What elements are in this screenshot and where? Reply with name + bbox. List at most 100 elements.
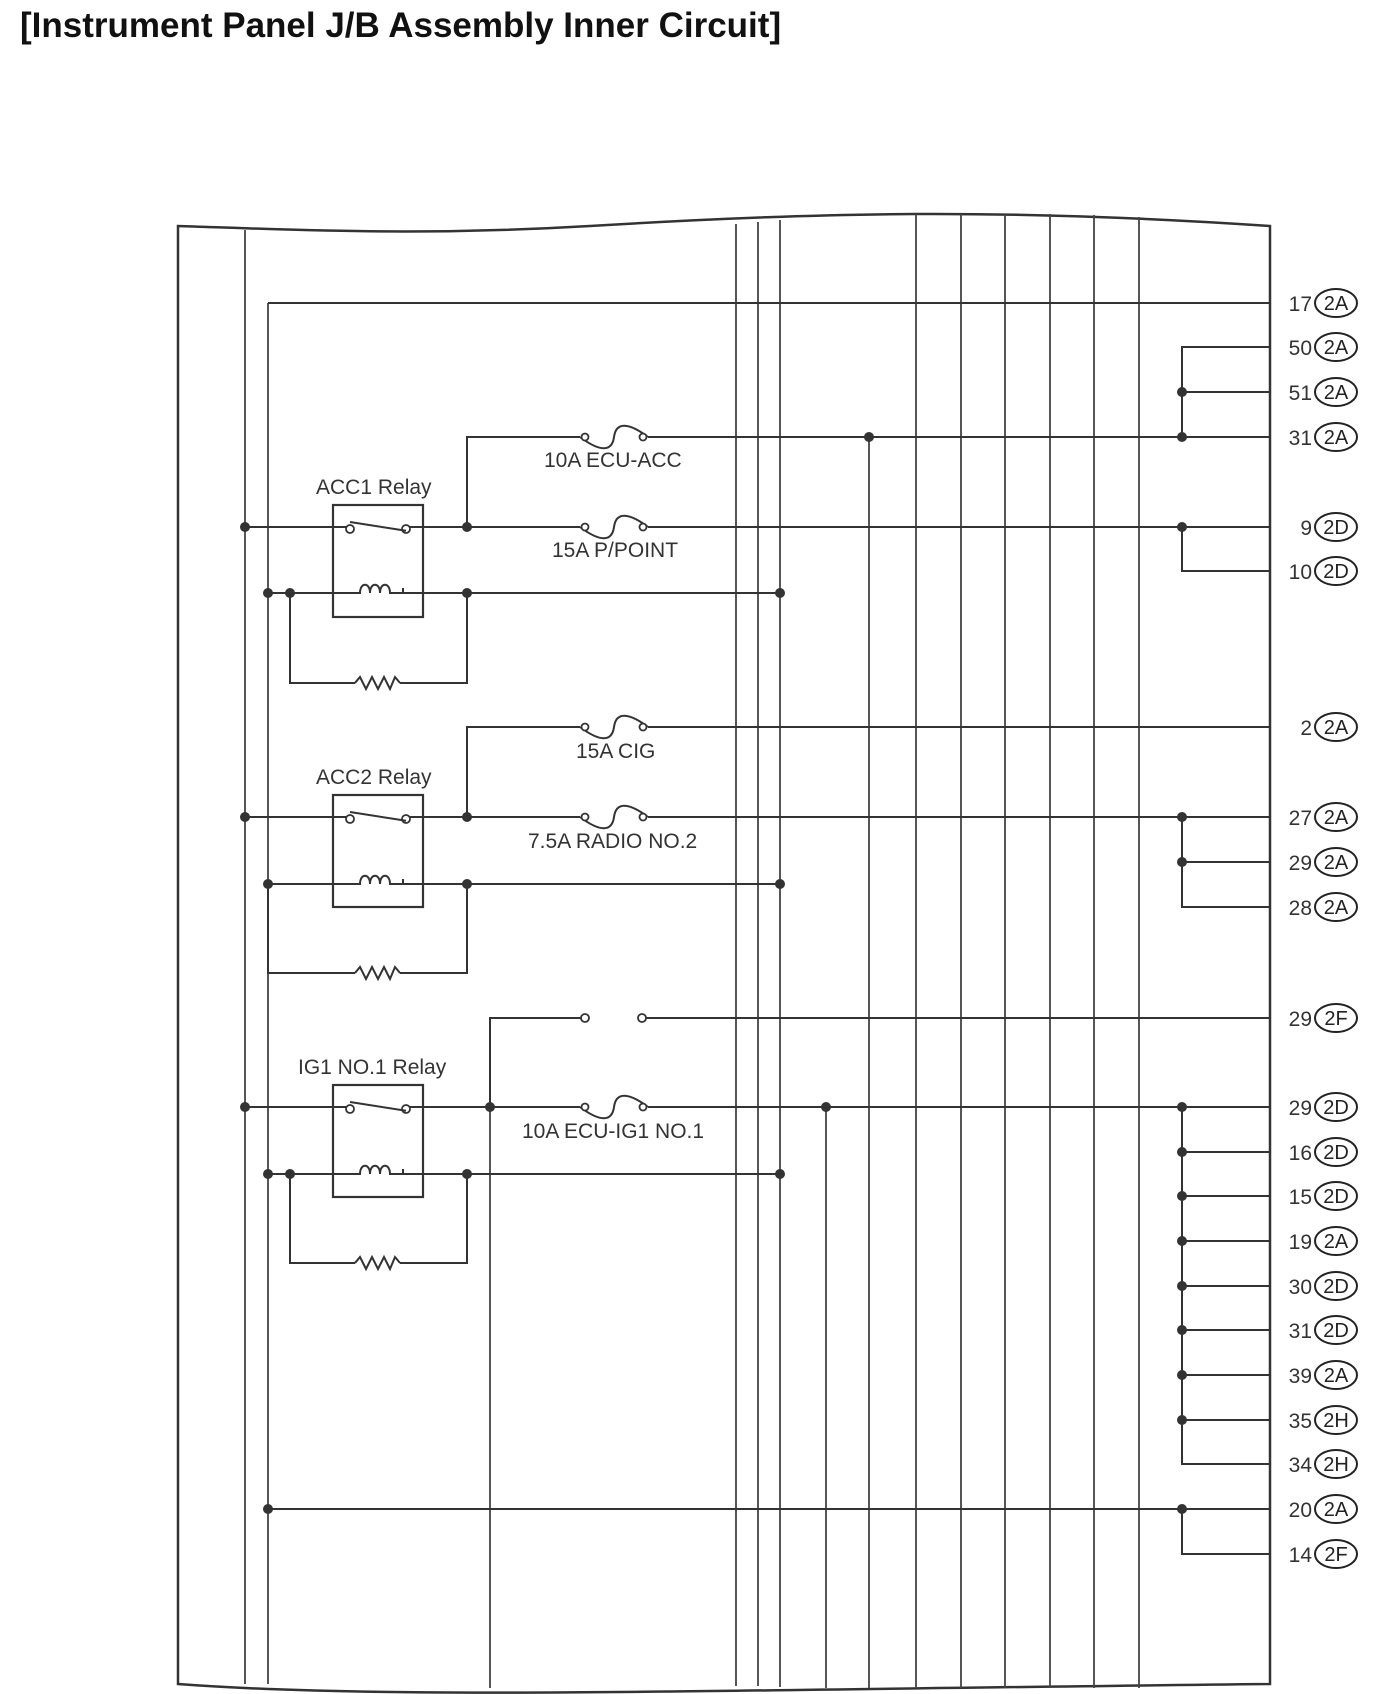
- terminal-30-2D: 30 2D: [1289, 1271, 1358, 1301]
- connector-code: 2D: [1323, 1276, 1349, 1298]
- connector-code: 2D: [1323, 561, 1349, 583]
- connector-oval: [1314, 1137, 1358, 1167]
- connector-code: 2A: [1324, 427, 1349, 449]
- page-title: [Instrument Panel J/B Assembly Inner Cir…: [20, 6, 782, 45]
- connector-oval: [1314, 712, 1358, 742]
- connector-oval: [1314, 1315, 1358, 1345]
- terminal-pin-number: 20: [1289, 1499, 1312, 1522]
- connector-code: 2D: [1323, 517, 1349, 539]
- terminal-pin-number: 2: [1300, 717, 1312, 740]
- terminal-50-2A: 50 2A: [1289, 332, 1358, 362]
- fuse-label-radio-no2: 7.5A RADIO NO.2: [528, 830, 697, 853]
- connector-oval: [1314, 422, 1358, 452]
- relay-boxes: [331, 503, 425, 1199]
- connector-code: 2A: [1324, 382, 1349, 404]
- relay-label-acc2: ACC2 Relay: [316, 766, 432, 789]
- terminal-pin-number: 19: [1289, 1231, 1312, 1254]
- terminal-pin-number: 15: [1289, 1186, 1312, 1209]
- connector-code: 2A: [1324, 293, 1349, 315]
- connector-oval: [1314, 1226, 1358, 1256]
- connector-code: 2A: [1324, 1231, 1349, 1253]
- connector-code: 2D: [1323, 1097, 1349, 1119]
- connector-oval: [1314, 1092, 1358, 1122]
- open-contact: [580, 1013, 590, 1023]
- terminal-pin-number: 29: [1289, 1008, 1312, 1031]
- fuse-label-p-point: 15A P/POINT: [552, 539, 678, 562]
- terminal-pin-number: 28: [1289, 897, 1312, 920]
- terminal-19-2A: 19 2A: [1289, 1226, 1358, 1256]
- resistor-symbol: [354, 674, 401, 692]
- connector-code: 2A: [1324, 1365, 1349, 1387]
- terminal-17-2A: 17 2A: [1289, 288, 1358, 318]
- fuse-label-ecu-acc: 10A ECU-ACC: [544, 449, 682, 472]
- fuse-symbol: [579, 1094, 649, 1120]
- connector-oval: [1314, 288, 1358, 318]
- connector-oval: [1314, 802, 1358, 832]
- terminal-pin-number: 39: [1289, 1365, 1312, 1388]
- connector-oval: [1314, 1539, 1358, 1569]
- terminal-2-2A: 2 2A: [1300, 712, 1358, 742]
- connector-code: 2D: [1323, 1142, 1349, 1164]
- terminal-pin-number: 27: [1289, 807, 1312, 830]
- fuse-label-cig: 15A CIG: [576, 740, 655, 763]
- resistors: [354, 674, 401, 1272]
- connector-oval: [1314, 892, 1358, 922]
- terminal-39-2A: 39 2A: [1289, 1360, 1358, 1390]
- terminal-pin-number: 31: [1289, 1320, 1312, 1343]
- terminal-pin-number: 30: [1289, 1276, 1312, 1299]
- connector-oval: [1314, 1405, 1358, 1435]
- connector-oval: [1314, 1181, 1358, 1211]
- terminal-51-2A: 51 2A: [1289, 377, 1358, 407]
- connector-code: 2A: [1324, 897, 1349, 919]
- fuse-symbol: [579, 424, 649, 450]
- relay-label-ig1: IG1 NO.1 Relay: [298, 1056, 447, 1079]
- terminal-27-2A: 27 2A: [1289, 802, 1358, 832]
- terminal-pin-number: 50: [1289, 337, 1312, 360]
- terminal-35-2H: 35 2H: [1289, 1405, 1358, 1435]
- connector-code: 2D: [1323, 1320, 1349, 1342]
- terminal-pin-number: 29: [1289, 852, 1312, 875]
- terminal-pin-number: 17: [1289, 293, 1312, 316]
- terminal-29-2D: 29 2D: [1289, 1092, 1358, 1122]
- connector-oval: [1314, 377, 1358, 407]
- vertical-buses: [244, 214, 1140, 1688]
- open-contact: [637, 1013, 647, 1023]
- connector-oval: [1314, 1494, 1358, 1524]
- connector-oval: [1314, 1271, 1358, 1301]
- connector-oval: [1314, 556, 1358, 586]
- connector-code: 2H: [1323, 1454, 1349, 1476]
- connector-oval: [1314, 1449, 1358, 1479]
- terminal-pin-number: 10: [1289, 561, 1312, 584]
- terminal-pin-number: 35: [1289, 1410, 1312, 1433]
- terminal-20-2A: 20 2A: [1289, 1494, 1358, 1524]
- resistor-symbol: [354, 964, 401, 982]
- terminal-pin-number: 29: [1289, 1097, 1312, 1120]
- terminal-pin-number: 14: [1289, 1544, 1313, 1567]
- junction-dots: [240, 387, 1187, 1514]
- connector-code: 2H: [1323, 1410, 1349, 1432]
- terminal-pin-number: 51: [1289, 382, 1312, 405]
- fuses: [579, 424, 649, 1120]
- fuse-symbol: [579, 514, 649, 540]
- terminal-14-2F: 14 2F: [1289, 1539, 1358, 1569]
- connector-code: 2F: [1324, 1008, 1347, 1030]
- terminal-pin-number: 9: [1300, 517, 1312, 540]
- connector-code: 2A: [1324, 1499, 1349, 1521]
- fuse-label-ecu-ig1: 10A ECU-IG1 NO.1: [522, 1120, 704, 1143]
- connector-oval: [1314, 512, 1358, 542]
- terminal-10-2D: 10 2D: [1289, 556, 1358, 586]
- connector-code: 2A: [1324, 337, 1349, 359]
- connector-code: 2F: [1324, 1544, 1347, 1566]
- connector-code: 2A: [1324, 717, 1349, 739]
- relay-label-acc1: ACC1 Relay: [316, 476, 432, 499]
- connector-oval: [1314, 847, 1358, 877]
- connector-code: 2A: [1324, 807, 1349, 829]
- fuse-symbol: [579, 804, 649, 830]
